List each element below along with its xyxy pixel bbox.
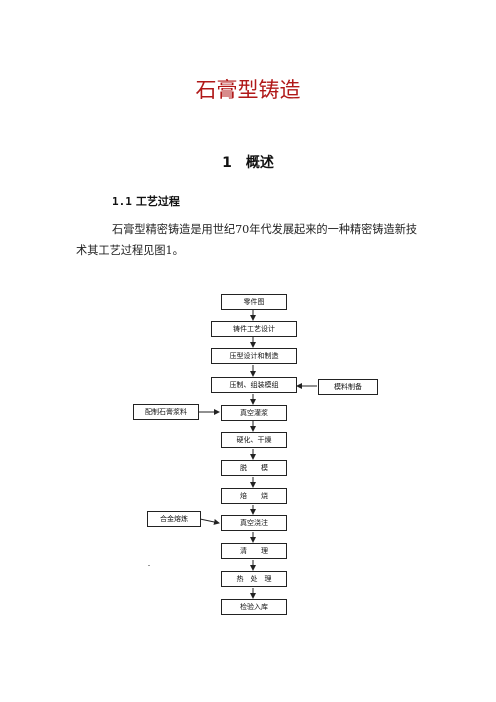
flow-input-mold-material: 模料制备 [318, 379, 378, 395]
flow-step-vacuum-pouring: 真空浇注 [221, 515, 287, 531]
section-heading: 1 概述 [0, 152, 496, 172]
subsection-title: 工艺过程 [135, 195, 180, 208]
flow-input-plaster-slurry: 配制石膏浆料 [133, 404, 199, 420]
section-title: 概述 [245, 155, 274, 171]
flow-step-cleaning: 清 理 [221, 543, 287, 559]
flow-step-casting-process-design: 铸件工艺设计 [211, 321, 297, 337]
flow-step-die-design-manufacture: 压型设计和制造 [211, 348, 297, 364]
section-number: 1 [222, 155, 232, 171]
body-paragraph: 石膏型精密铸造是用世纪70年代发展起来的一种精密铸造新技术其工艺过程见图1。 [76, 223, 418, 257]
flow-step-heat-treatment: 热 处 理 [221, 571, 287, 587]
arrow-input-alloy-melting [199, 518, 220, 525]
flow-step-roast: 焙 烧 [221, 488, 287, 504]
flow-input-alloy-melting: 合金熔炼 [147, 511, 201, 527]
scan-speck [148, 565, 150, 566]
subsection-number: 1.1 [112, 195, 132, 208]
flow-step-inspection-storage: 检验入库 [221, 599, 287, 615]
flow-step-part-drawing: 零件图 [221, 294, 287, 310]
flow-step-press-assemble-pattern: 压制、组装模组 [211, 377, 297, 393]
flow-step-harden-dry: 硬化、干燥 [221, 432, 287, 448]
flow-step-demold: 脱 模 [221, 460, 287, 476]
document-title: 石膏型铸造 [195, 78, 301, 102]
flow-step-vacuum-grouting: 真空灌浆 [221, 405, 287, 421]
